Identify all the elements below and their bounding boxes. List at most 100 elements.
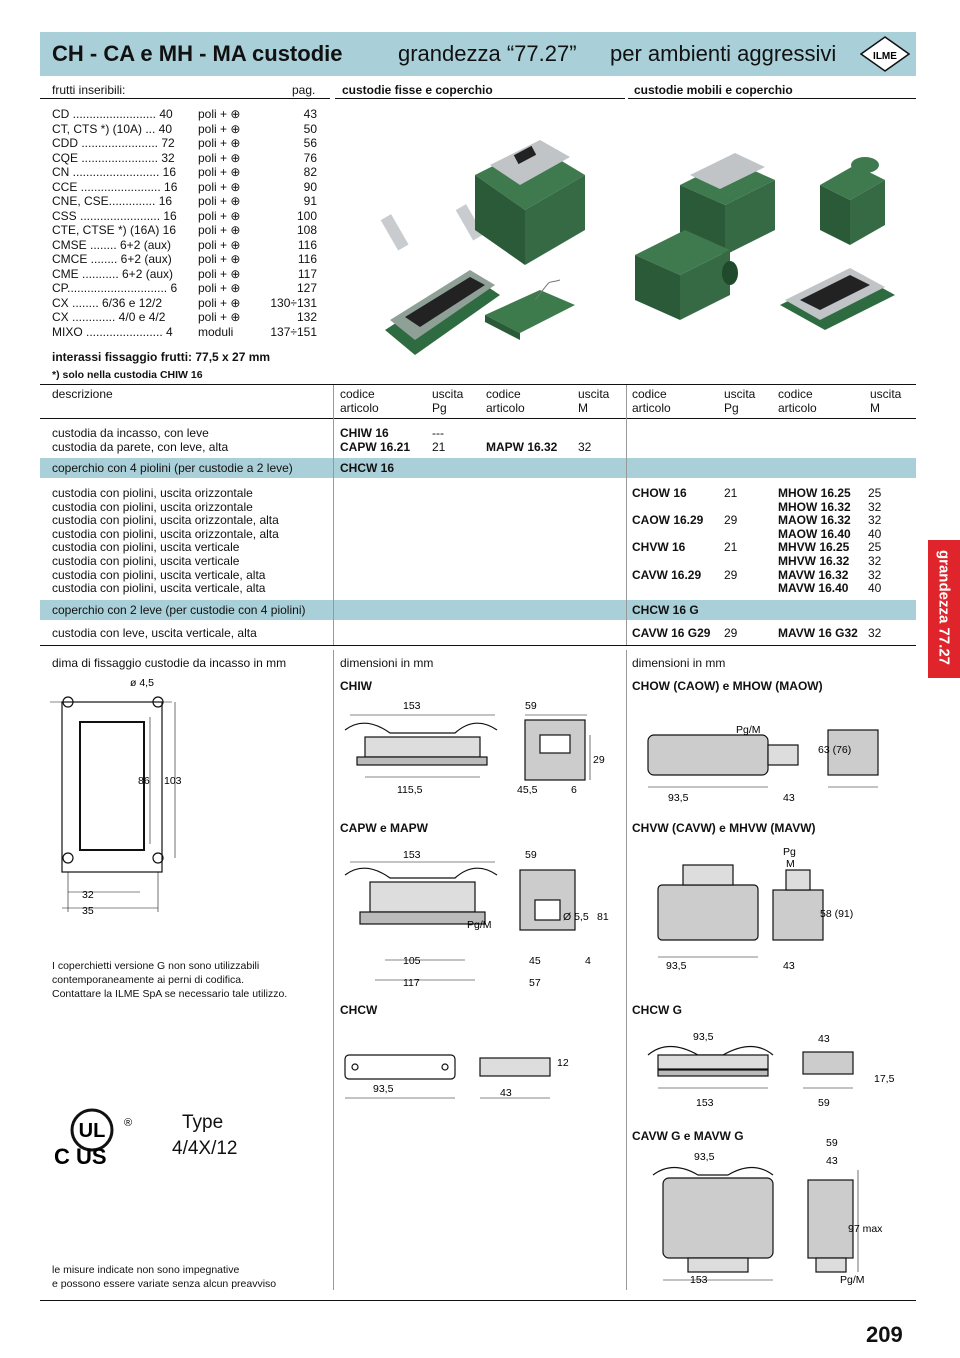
row-desc: coperchio con 4 piolini (per custodie a … — [52, 461, 293, 475]
mobile-dims-title: dimensioni in mm — [632, 656, 726, 670]
product-photos — [380, 140, 895, 355]
row-code: MHVW 16.25 — [778, 540, 850, 555]
capw-d3: Pg/M — [467, 919, 492, 931]
table-row-cover-2levers: coperchio con 2 leve (per custodie con 4… — [40, 600, 916, 620]
insert-page: 137÷151 — [270, 324, 317, 339]
row-code: MHOW 16.32 — [778, 499, 851, 514]
insert-type: poli + ⊕ — [198, 179, 241, 194]
insert-name: CNE, CSE.............. 16 — [52, 194, 173, 208]
header-size: grandezza “77.27” — [398, 41, 577, 66]
chiw-drawing: 153 59 29 115,5 45,5 6 — [344, 700, 605, 796]
col-header-thread: M — [578, 401, 588, 415]
chvw-d4: 93,5 — [666, 960, 687, 972]
cavwg-d5: 153 — [690, 1274, 708, 1286]
row-exit: 21 — [432, 440, 446, 454]
chiw-d5: 45,5 — [517, 784, 538, 796]
cavwg-d6: Pg/M — [840, 1274, 865, 1286]
ul-certification-mark: UL ® C US — [54, 1108, 132, 1168]
chcw-d2: 93,5 — [373, 1083, 394, 1095]
row-desc: custodia con piolini, uscita orizzontale — [52, 499, 253, 514]
insert-row: CMCE ........ 6+2 (aux)poli + ⊕116 — [52, 252, 322, 266]
insert-row: CMSE ........ 6+2 (aux)poli + ⊕116 — [52, 238, 322, 252]
chvw-d5: 43 — [783, 960, 795, 972]
photo-capw-2 — [635, 230, 738, 320]
insert-name: CSS ........................ 16 — [52, 208, 177, 223]
insert-page: 117 — [297, 266, 317, 281]
row-desc: custodia con piolini, uscita verticale, … — [52, 567, 266, 582]
row-desc: custodia con piolini, uscita orizzontale — [52, 486, 253, 500]
row-exit: 40 — [868, 526, 882, 541]
photo-chcwg — [780, 268, 895, 330]
insert-page: 127 — [296, 281, 317, 295]
row-desc: custodia con piolini, uscita verticale — [52, 540, 240, 555]
insert-name: CTE, CTSE *) (16A) 16 — [52, 223, 177, 237]
col-header-exit: uscita — [724, 387, 756, 401]
chow-d2: 63 (76) — [818, 744, 851, 756]
chiw-d2: 59 — [525, 700, 537, 712]
col-header-thread: M — [870, 401, 880, 415]
insert-type: poli + ⊕ — [198, 121, 241, 136]
chcwg-d5: 59 — [818, 1097, 830, 1109]
chcwg-d1: 93,5 — [693, 1031, 714, 1043]
insert-page: 82 — [303, 165, 317, 179]
insert-type: poli + ⊕ — [198, 165, 241, 179]
chow-d3: 93,5 — [668, 792, 689, 804]
photo-chow — [680, 153, 775, 255]
col-header-exit: uscita — [870, 387, 902, 401]
chcwg-d2: 43 — [818, 1033, 830, 1045]
chiw-d4: 115,5 — [397, 784, 423, 796]
row-desc: custodia con piolini, uscita orizzontale… — [52, 513, 279, 528]
fixed-dims-title: dimensioni in mm — [340, 656, 434, 670]
capw-d9: 57 — [529, 977, 541, 989]
insert-type: moduli — [198, 324, 234, 339]
fixed-housings-title: custodie fisse e coperchio — [342, 83, 493, 97]
cutout-w2: 35 — [82, 905, 94, 917]
insert-type: poli + ⊕ — [198, 194, 241, 208]
mobile-housings-title: custodie mobili e coperchio — [634, 83, 793, 97]
insert-name: CP.............................. 6 — [52, 281, 178, 295]
row-code: MAVW 16 G32 — [778, 626, 858, 640]
chcw-drawing: 12 93,5 43 — [344, 1054, 569, 1099]
row-code: MHOW 16.25 — [778, 486, 851, 500]
col-header-code: codice — [486, 387, 521, 401]
row-desc: custodia con leve, uscita verticale, alt… — [52, 626, 257, 640]
row-exit: 29 — [724, 513, 738, 528]
cavwg-d2: 93,5 — [694, 1151, 715, 1163]
insert-name: CN .......................... 16 — [52, 165, 177, 179]
row-exit: 25 — [868, 540, 882, 555]
row-code: CAPW 16.21 — [340, 440, 411, 454]
row-exit: 32 — [868, 513, 882, 528]
insert-name: CDD ....................... 72 — [52, 136, 175, 150]
chcwg-drawing: 93,5 43 17,5 153 59 — [647, 1031, 895, 1109]
insert-type: poli + ⊕ — [198, 136, 241, 150]
row-code: MAPW 16.32 — [486, 440, 558, 454]
row-code: CHIW 16 — [340, 426, 389, 440]
row-exit: 32 — [868, 567, 882, 582]
capw-d5: 81 — [597, 911, 609, 923]
photo-capw — [475, 140, 585, 265]
insert-page: 56 — [303, 136, 317, 150]
col-header-thread: Pg — [432, 401, 447, 415]
disclaimer-line-1: le misure indicate non sono impegnative — [52, 1264, 240, 1276]
row-code: CHOW 16 — [632, 486, 687, 500]
row-exit: 29 — [724, 567, 738, 582]
row-code: CAVW 16 G29 — [632, 626, 711, 640]
row-code: CHVW 16 — [632, 540, 686, 555]
capw-d8: 45 — [529, 955, 541, 967]
cavwg-d1: 59 — [826, 1137, 838, 1149]
chiw-drawing-label: CHIW — [340, 679, 372, 693]
row-desc: custodia da incasso, con leve — [52, 426, 209, 440]
insert-row: CDD ....................... 72 poli + ⊕ 56 — [52, 136, 322, 150]
chow-d1: Pg/M — [736, 724, 761, 736]
insert-type: poli + ⊕ — [198, 150, 241, 165]
cutout-hole-dim: ø 4,5 — [130, 677, 154, 689]
insert-page: 91 — [303, 194, 317, 208]
page-header: CH - CA e MH - MA custodie grandezza “77… — [40, 32, 916, 76]
insert-name: CME ........... 6+2 (aux) — [52, 266, 174, 281]
col-header-article: articolo — [632, 401, 671, 415]
chcw-d1: 12 — [557, 1057, 569, 1069]
